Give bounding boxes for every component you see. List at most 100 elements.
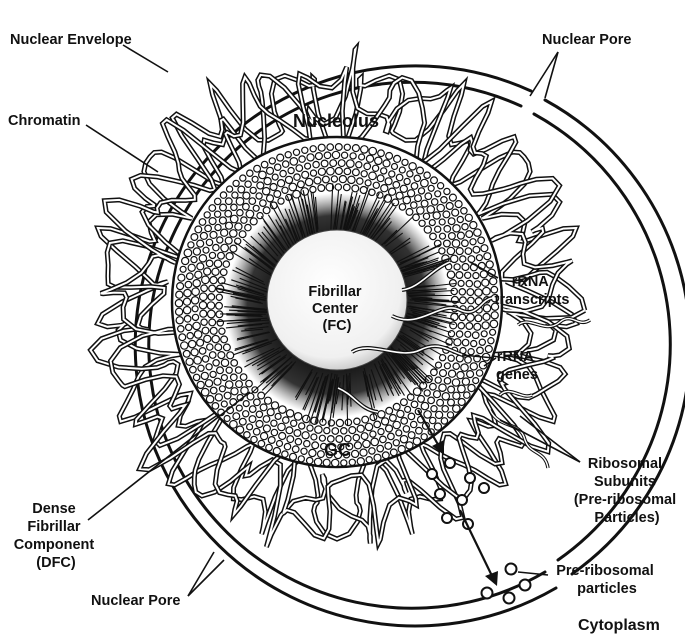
granule <box>324 152 331 159</box>
granule <box>292 446 299 453</box>
granule <box>312 442 319 449</box>
granule <box>373 165 379 171</box>
granule <box>354 418 360 424</box>
granule <box>275 413 281 419</box>
granule <box>258 392 265 399</box>
granule <box>352 185 359 192</box>
granule <box>227 186 233 192</box>
granule <box>464 392 470 398</box>
granule <box>204 268 211 275</box>
granule <box>462 339 469 346</box>
granule <box>311 434 317 440</box>
granule <box>250 187 256 193</box>
granule <box>221 336 228 343</box>
granule <box>209 352 216 359</box>
granule <box>271 420 277 426</box>
granule <box>430 417 436 423</box>
granule <box>191 234 198 241</box>
granule <box>385 178 392 185</box>
granule <box>298 456 304 462</box>
fibril <box>226 315 261 316</box>
granule <box>369 448 375 454</box>
granule <box>227 352 234 359</box>
granule <box>224 392 231 399</box>
granule <box>202 327 209 334</box>
granule <box>350 153 356 159</box>
granule <box>486 261 493 268</box>
granule <box>451 288 457 294</box>
granule <box>230 245 237 252</box>
granule <box>362 416 369 423</box>
granule <box>433 212 440 219</box>
granule <box>405 406 411 412</box>
granule <box>389 171 395 177</box>
granule <box>209 252 215 258</box>
granule <box>468 349 474 355</box>
granule <box>225 210 232 217</box>
granule <box>407 171 413 177</box>
granule <box>444 363 450 369</box>
granule <box>473 378 479 384</box>
granule <box>406 442 413 449</box>
granule <box>454 264 460 270</box>
granule <box>181 342 188 349</box>
granule <box>253 428 260 435</box>
granule <box>444 378 450 384</box>
granule <box>191 257 197 263</box>
granule <box>293 149 299 155</box>
granule <box>366 457 372 463</box>
granule <box>399 204 405 210</box>
granule <box>330 160 337 167</box>
granule <box>483 313 490 320</box>
granule <box>201 285 208 292</box>
granule <box>466 231 473 238</box>
granule <box>217 320 223 326</box>
fibril <box>348 376 349 405</box>
granule <box>411 183 418 190</box>
granule <box>341 428 347 434</box>
granule <box>434 391 441 398</box>
granule <box>354 442 361 449</box>
granule <box>207 302 214 309</box>
granule <box>452 209 459 216</box>
granule <box>401 399 408 406</box>
granule <box>241 387 248 394</box>
granule <box>374 421 381 428</box>
granule <box>413 388 421 396</box>
granule <box>223 261 229 267</box>
granule <box>314 458 321 465</box>
granule <box>419 220 425 226</box>
granule <box>388 433 395 440</box>
granule <box>441 418 447 424</box>
granule <box>369 172 377 180</box>
label-nuclear-pore-top: Nuclear Pore <box>542 32 631 48</box>
granule <box>467 314 475 322</box>
label-dfc-line-4: (DFC) <box>36 555 76 571</box>
granule <box>318 168 325 175</box>
granule <box>245 181 251 187</box>
granule <box>361 146 368 153</box>
granule <box>220 269 227 276</box>
granule <box>243 401 249 407</box>
granule <box>467 371 474 378</box>
granule <box>440 233 446 239</box>
granule <box>385 443 392 450</box>
granule <box>451 255 458 262</box>
label-fc-line-1: Fibrillar <box>308 284 362 300</box>
granule <box>392 164 398 170</box>
granule <box>398 446 405 453</box>
granule <box>268 437 275 444</box>
granule <box>197 381 204 388</box>
granule <box>453 225 460 232</box>
label-rrna-transcripts-line-1: rRNA <box>512 274 550 290</box>
granule <box>220 204 227 211</box>
granule <box>246 380 253 387</box>
granule <box>215 224 221 230</box>
granule <box>471 341 477 347</box>
granule <box>250 218 257 225</box>
granule <box>431 406 437 412</box>
granule <box>301 448 307 454</box>
granule <box>215 344 222 351</box>
granule <box>465 331 471 337</box>
granule <box>231 204 237 210</box>
